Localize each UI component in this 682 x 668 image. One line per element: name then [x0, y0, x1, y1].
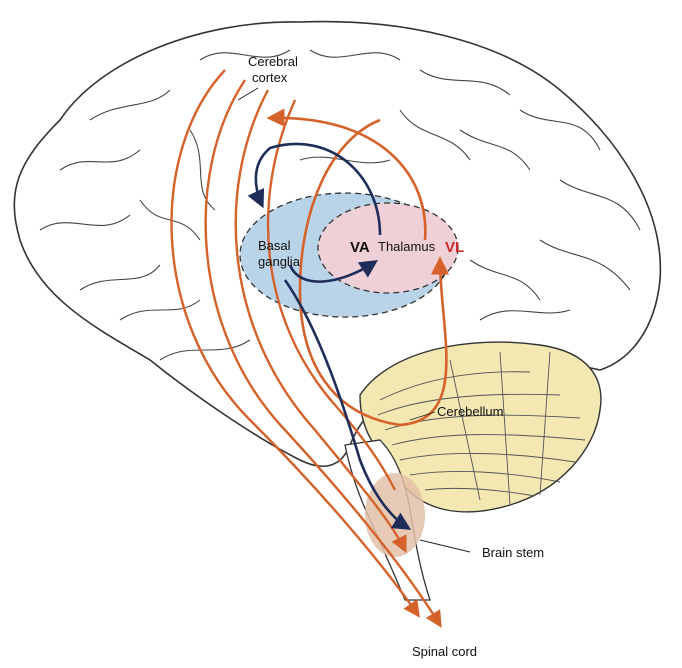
- thalamus-region: [317, 202, 459, 294]
- label-cerebellum: Cerebellum: [437, 404, 503, 419]
- brain-stem-highlight: [365, 473, 425, 557]
- corticospinal-pathways: [170, 69, 442, 628]
- cerebellar-thalamic-loop: [266, 108, 450, 427]
- label-cerebral-cortex: Cerebral: [248, 54, 298, 69]
- label-spinal-cord: Spinal cord: [412, 644, 477, 659]
- label-basal-ganglia: Basal: [258, 238, 291, 253]
- label-brain-stem: Brain stem: [482, 545, 544, 560]
- label-vl: VL: [445, 239, 464, 256]
- label-thalamus: Thalamus: [378, 239, 436, 254]
- label-basal-ganglia-2: ganglia: [258, 254, 301, 269]
- gyri-lines: [39, 49, 641, 361]
- label-cerebral-cortex-2: cortex: [252, 70, 288, 85]
- basal-ganglia-loop: [247, 142, 412, 530]
- label-va: VA: [350, 239, 370, 256]
- label-leader-lines: [237, 87, 471, 553]
